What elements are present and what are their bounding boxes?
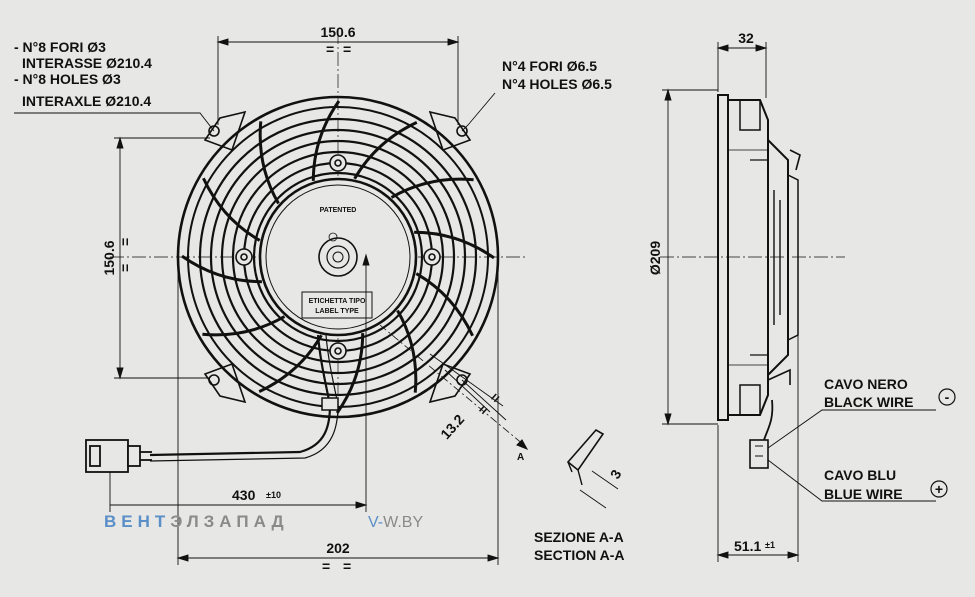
side-body (717, 94, 729, 421)
cable-connector (85, 439, 152, 473)
black-wire-en: BLACK WIRE (824, 394, 913, 410)
front-dimensions (14, 36, 507, 565)
watermark-domain-blue: V- (368, 514, 383, 531)
side-view (660, 94, 845, 469)
dim-depth-bottom: 51.1 (734, 538, 761, 554)
grille-spoke (335, 333, 365, 414)
dim-hole-offset: 13.2 (437, 411, 467, 442)
dim-top-equal-right: = (343, 41, 351, 57)
section-marker: A (517, 452, 524, 463)
watermark: ВЕНТЭЛЗАПАД V-W.BY (104, 512, 423, 531)
watermark-domain-gray: W.BY (383, 514, 423, 531)
front-view (85, 30, 529, 473)
dim-depth-top: 32 (738, 30, 754, 46)
plus-icon: + (930, 480, 948, 498)
minus-icon: - (938, 388, 956, 406)
dim-section-thickness: 3 (607, 467, 625, 482)
grille-spoke (181, 254, 262, 284)
grille-spoke (258, 334, 323, 393)
dim-base-width: 202 (326, 540, 350, 556)
dim-depth-bottom-tolerance: ±1 (765, 540, 775, 550)
grille-spoke (311, 100, 341, 181)
fan-outer-ring (176, 95, 500, 419)
blue-wire-en: BLUE WIRE (824, 486, 903, 502)
grille-spoke (353, 121, 418, 180)
dim-side-equal-upper: = (117, 238, 133, 246)
grille-spoke (390, 177, 474, 199)
note-4-holes-it: N°4 FORI Ø6.5 (502, 58, 597, 74)
dim-offset-equal-a: = (474, 401, 491, 418)
motor-hub (258, 177, 418, 337)
dim-base-equal-right: = (343, 558, 351, 574)
section-title-en: SECTION A-A (534, 547, 624, 563)
grille-spoke (415, 272, 474, 337)
section-title-it: SEZIONE A-A (534, 529, 624, 545)
grille-spoke (414, 230, 495, 260)
dim-top-equal-left: = (326, 41, 334, 57)
note-4-holes-en: N°4 HOLES Ø6.5 (502, 76, 612, 92)
grille-spokes (181, 100, 495, 414)
plus-symbol: + (935, 481, 943, 497)
dim-offset-equal-b: = (486, 389, 503, 406)
hub-bosses (235, 154, 441, 360)
dim-cable-tolerance: ±10 (266, 490, 281, 500)
mounting-lugs (203, 110, 472, 404)
dim-side-height: 150.6 (101, 240, 117, 275)
annotation-text: - N°8 FORI Ø3 INTERASSE Ø210.4 - N°8 HOL… (14, 24, 956, 574)
watermark-brand-gray: ЭЛЗАПАД (170, 512, 288, 531)
dim-diameter: Ø209 (647, 241, 663, 275)
dim-side-equal-lower: = (117, 264, 133, 272)
note-8-holes-en: - N°8 HOLES Ø3 (14, 71, 121, 87)
dim-cable-length: 430 (232, 487, 256, 503)
watermark-brand-blue: ВЕНТ (104, 512, 170, 531)
note-interaxis-it: INTERASSE Ø210.4 (22, 55, 152, 71)
label-plate (301, 291, 373, 319)
dim-base-equal-left: = (322, 558, 330, 574)
label-type-en: LABEL TYPE (315, 308, 359, 315)
note-interaxis-en: INTERAXLE Ø210.4 (22, 93, 151, 109)
minus-symbol: - (945, 389, 950, 405)
patented-label: PATENTED (320, 207, 357, 214)
dim-top-width: 150.6 (320, 24, 355, 40)
label-type-it: ETICHETTA TIPO (309, 298, 366, 305)
section-view (566, 428, 619, 509)
side-dimensions (662, 42, 936, 562)
watermark-brand: ВЕНТЭЛЗАПАД (104, 512, 289, 531)
grille-spoke (258, 121, 280, 205)
grille-spoke (396, 309, 418, 393)
note-8-holes-it: - N°8 FORI Ø3 (14, 39, 106, 55)
grille-spoke (202, 177, 261, 242)
grille-spoke (202, 315, 286, 337)
watermark-domain: V-W.BY (368, 514, 423, 531)
blue-wire-it: CAVO BLU (824, 467, 896, 483)
black-wire-it: CAVO NERO (824, 376, 908, 392)
